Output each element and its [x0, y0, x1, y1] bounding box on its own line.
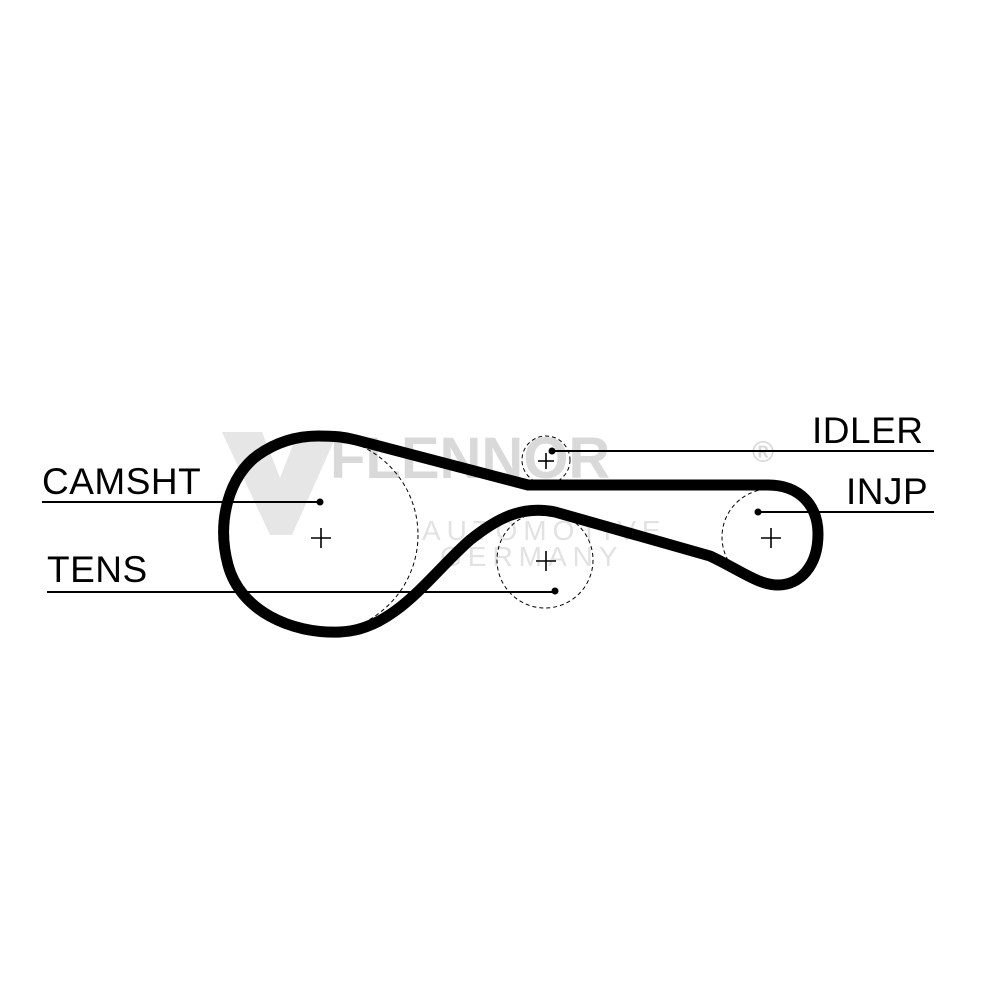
camshaft-center-icon [311, 528, 331, 548]
watermark-registered: ® [752, 436, 774, 469]
tensioner-leader-dot [551, 587, 559, 595]
timing-belt [218, 430, 824, 638]
camshaft-leader-dot [316, 498, 324, 506]
idler-leader-dot [548, 447, 556, 455]
idler-label: IDLER [812, 410, 923, 451]
idler-center-icon [538, 453, 554, 469]
tensioner-label: TENS [47, 549, 148, 590]
injection-pump-label: INJP [846, 471, 928, 512]
injection-pump-leader-dot [754, 508, 762, 516]
camshaft-pulley [221, 436, 419, 634]
tensioner-center-icon [536, 551, 556, 571]
camshaft-label: CAMSHT [42, 461, 201, 502]
injection-pump-center-icon [761, 528, 781, 548]
